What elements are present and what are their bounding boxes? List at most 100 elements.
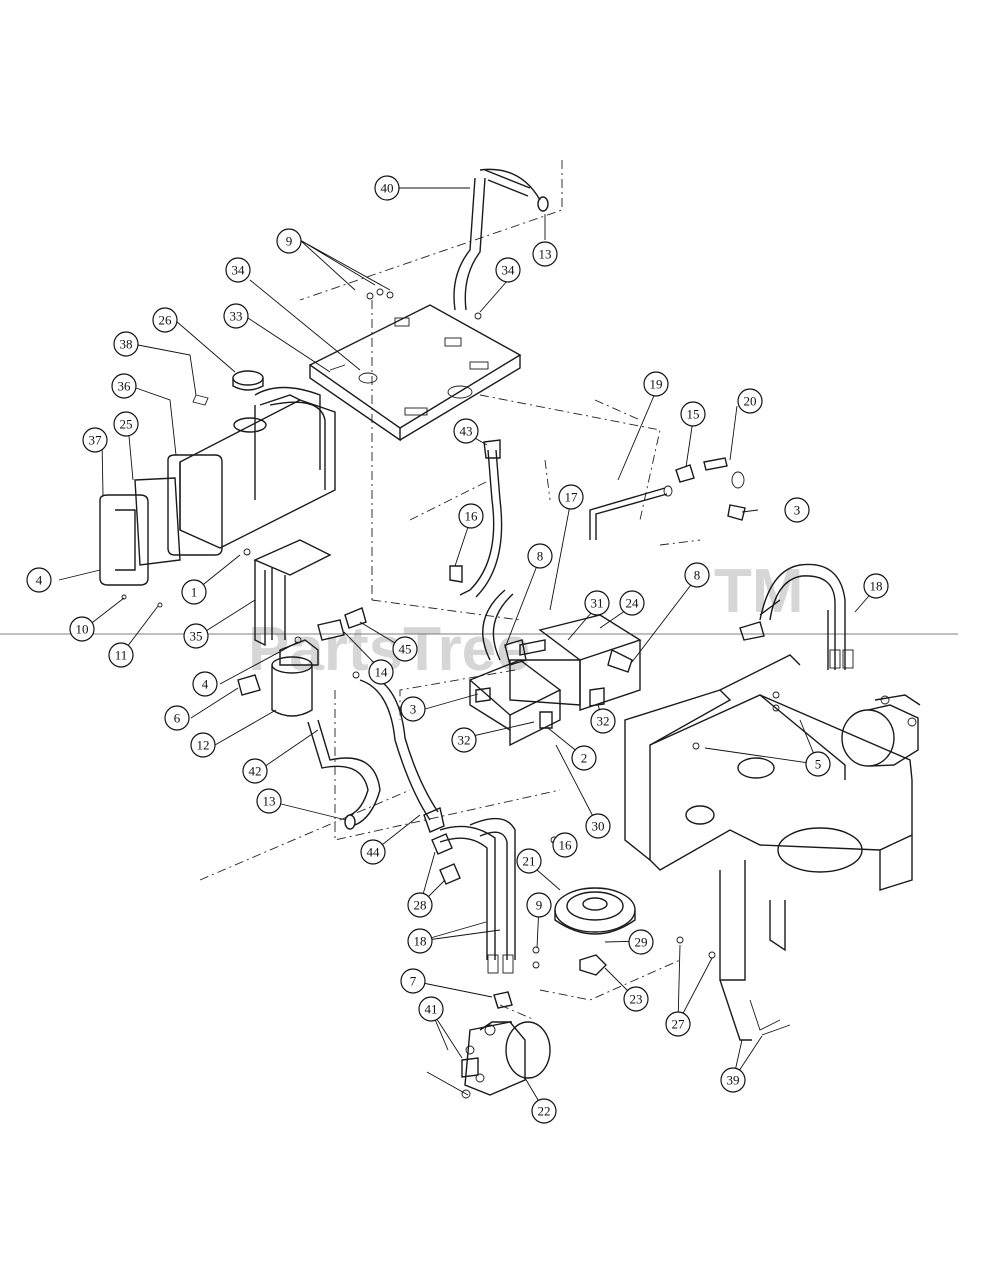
callout-8b[interactable]: 8 [684, 562, 710, 588]
callout-17[interactable]: 17 [558, 484, 584, 510]
svg-text:32: 32 [458, 733, 471, 748]
svg-text:44: 44 [367, 845, 381, 860]
callout-3b[interactable]: 3 [400, 696, 426, 722]
callout-3[interactable]: 3 [784, 497, 810, 523]
pulley [554, 887, 636, 976]
callout-16b[interactable]: 16 [552, 832, 578, 858]
callout-2[interactable]: 2 [571, 745, 597, 771]
callout-30[interactable]: 30 [585, 813, 611, 839]
callout-31[interactable]: 31 [584, 590, 610, 616]
svg-text:30: 30 [592, 819, 605, 834]
hose-18-lower [431, 817, 516, 974]
callout-32b[interactable]: 32 [451, 727, 477, 753]
callout-27[interactable]: 27 [665, 1011, 691, 1037]
callout-38[interactable]: 38 [113, 331, 139, 357]
callout-7[interactable]: 7 [400, 968, 426, 994]
callout-39[interactable]: 39 [720, 1067, 746, 1093]
svg-text:14: 14 [375, 665, 389, 680]
hose-18-upper [739, 563, 854, 670]
callout-14[interactable]: 14 [368, 659, 394, 685]
svg-text:43: 43 [460, 424, 473, 439]
callout-34[interactable]: 34 [225, 257, 251, 283]
callout-43[interactable]: 43 [453, 418, 479, 444]
callout-10[interactable]: 10 [69, 616, 95, 642]
callout-8[interactable]: 8 [527, 543, 553, 569]
callout-13b[interactable]: 13 [256, 788, 282, 814]
callout-16[interactable]: 16 [458, 503, 484, 529]
svg-text:9: 9 [536, 898, 543, 913]
svg-text:34: 34 [502, 263, 516, 278]
svg-text:29: 29 [635, 935, 648, 950]
callout-26[interactable]: 26 [152, 307, 178, 333]
callout-9[interactable]: 9 [276, 228, 302, 254]
svg-text:13: 13 [539, 247, 552, 262]
svg-text:33: 33 [230, 309, 243, 324]
callout-15[interactable]: 15 [680, 401, 706, 427]
callout-28[interactable]: 28 [407, 892, 433, 918]
callout-23[interactable]: 23 [623, 986, 649, 1012]
callout-35[interactable]: 35 [183, 623, 209, 649]
svg-text:18: 18 [870, 579, 883, 594]
svg-text:32: 32 [597, 714, 610, 729]
callout-19[interactable]: 19 [643, 371, 669, 397]
callout-45[interactable]: 45 [392, 636, 418, 662]
callout-12[interactable]: 12 [190, 732, 216, 758]
callout-42[interactable]: 42 [242, 758, 268, 784]
callout-32[interactable]: 32 [590, 708, 616, 734]
svg-text:6: 6 [174, 711, 181, 726]
callout-4b[interactable]: 4 [192, 671, 218, 697]
callout-44[interactable]: 44 [360, 839, 386, 865]
callout-24[interactable]: 24 [619, 590, 645, 616]
svg-text:35: 35 [190, 629, 203, 644]
svg-text:4: 4 [202, 677, 209, 692]
svg-text:42: 42 [249, 764, 262, 779]
callout-37[interactable]: 37 [82, 427, 108, 453]
svg-text:31: 31 [591, 596, 604, 611]
svg-text:8: 8 [694, 568, 701, 583]
callout-33[interactable]: 33 [223, 303, 249, 329]
frame [624, 654, 913, 1041]
callout-9b[interactable]: 9 [526, 892, 552, 918]
callout-40[interactable]: 40 [374, 175, 400, 201]
mounting-plate [308, 304, 522, 442]
callout-1[interactable]: 1 [181, 579, 207, 605]
hose-40 [453, 168, 549, 311]
motor-upper [841, 694, 921, 767]
callout-4[interactable]: 4 [26, 567, 52, 593]
callout-29[interactable]: 29 [628, 929, 654, 955]
tank-cap [192, 370, 264, 406]
svg-text:4: 4 [36, 573, 43, 588]
svg-text:37: 37 [89, 433, 103, 448]
svg-text:5: 5 [815, 757, 822, 772]
svg-text:3: 3 [794, 503, 801, 518]
callout-18[interactable]: 18 [863, 573, 889, 599]
callout-13[interactable]: 13 [532, 241, 558, 267]
callout-36[interactable]: 36 [111, 373, 137, 399]
svg-text:8: 8 [537, 549, 544, 564]
svg-text:7: 7 [410, 974, 417, 989]
hydraulic-tank [99, 386, 336, 586]
assembly-lines [199, 160, 701, 1021]
svg-text:18: 18 [414, 934, 427, 949]
callout-25[interactable]: 25 [113, 411, 139, 437]
callout-11[interactable]: 11 [108, 642, 134, 668]
hose-8 [482, 589, 527, 666]
svg-text:17: 17 [565, 490, 579, 505]
svg-text:27: 27 [672, 1017, 686, 1032]
pump [461, 991, 551, 1096]
callout-34b[interactable]: 34 [495, 257, 521, 283]
svg-text:26: 26 [159, 313, 173, 328]
callout-5[interactable]: 5 [805, 751, 831, 777]
callout-21[interactable]: 21 [516, 848, 542, 874]
svg-text:19: 19 [650, 377, 663, 392]
svg-text:22: 22 [538, 1104, 551, 1119]
watermark-tm: TM [714, 557, 804, 626]
callout-20[interactable]: 20 [737, 388, 763, 414]
callout-41[interactable]: 41 [418, 996, 444, 1022]
callout-6[interactable]: 6 [164, 705, 190, 731]
callout-18b[interactable]: 18 [407, 928, 433, 954]
svg-text:3: 3 [410, 702, 417, 717]
fittings-right [675, 457, 746, 521]
callout-22[interactable]: 22 [531, 1098, 557, 1124]
